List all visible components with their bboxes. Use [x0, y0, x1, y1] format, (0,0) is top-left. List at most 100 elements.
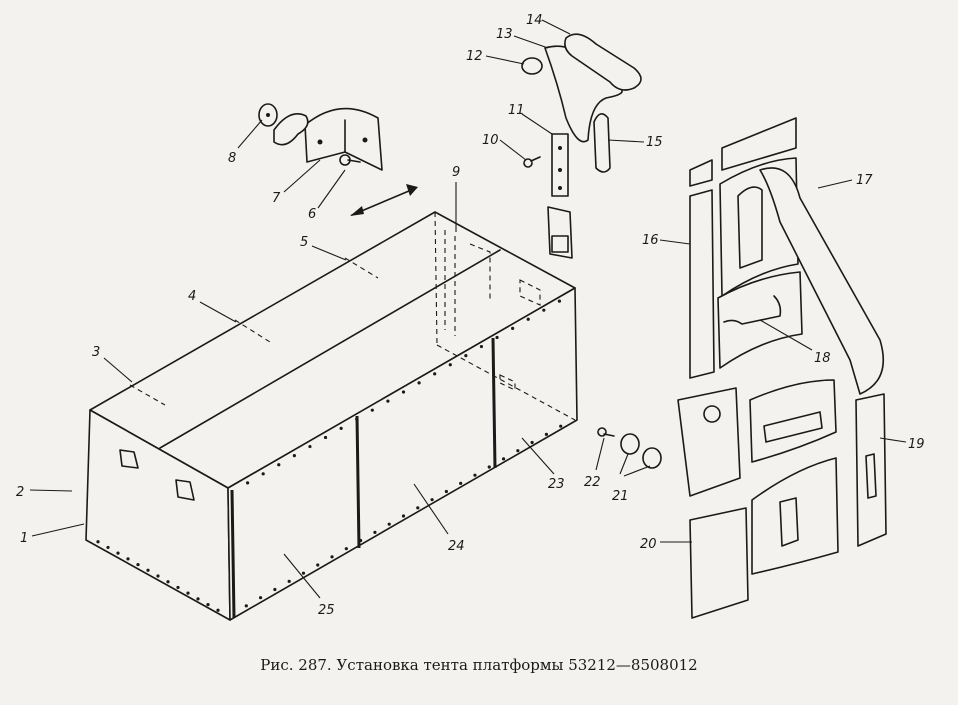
direction-arrow [350, 184, 418, 216]
strap-14 [564, 33, 642, 91]
panel-16 [689, 189, 715, 379]
callout-7: 7 [272, 191, 281, 206]
window-cutout [737, 186, 763, 269]
hidden-edge [434, 211, 438, 346]
eyelet-dot [273, 587, 277, 592]
eyelet-dot [176, 585, 180, 590]
side-seam [491, 337, 497, 469]
figure-caption: Рис. 287. Установка тента платформы 5321… [260, 656, 698, 674]
eyelet-dot [386, 399, 390, 403]
callout-8: 8 [228, 151, 236, 166]
eyelet-dot [146, 568, 150, 572]
callout-19: 19 [908, 437, 925, 452]
eyelet-dot [511, 326, 515, 330]
callout-25: 25 [318, 603, 335, 618]
eyelet-dot [206, 602, 210, 607]
eyelet-dot [292, 454, 296, 458]
hidden-seam-3 [129, 384, 166, 406]
eyelet-dot [359, 538, 363, 543]
washer-12 [521, 57, 543, 75]
eyelet-dot [196, 597, 200, 601]
eyelet-dot [344, 547, 348, 551]
callout-1: 1 [20, 531, 28, 546]
eyelet-dot [559, 424, 563, 428]
eyelet-dot [216, 608, 220, 612]
hidden-edge [436, 344, 576, 421]
callout-5: 5 [300, 235, 308, 250]
eyelet-dot [373, 530, 377, 534]
slot-vertical [779, 497, 799, 547]
panel-small [689, 159, 713, 187]
eyelet-dot [339, 426, 343, 430]
eyelet-dot [401, 390, 406, 394]
eyelet-dot [487, 465, 491, 469]
hidden-buckle [499, 374, 516, 391]
eyelet-dot [116, 551, 120, 555]
eyelet-dot [261, 472, 265, 476]
eyelet-dot [308, 444, 312, 449]
eyelet-dot [316, 563, 320, 567]
bolt-10 [523, 156, 541, 168]
eyelet-dot [323, 435, 328, 440]
callout-13: 13 [496, 27, 513, 42]
eyelet-row [96, 299, 563, 612]
eyelet-dot [464, 354, 468, 358]
eyelet-dot [542, 308, 546, 312]
callout-16: 16 [642, 233, 659, 248]
eyelet-dot [136, 562, 140, 567]
eyelet-dot [430, 498, 434, 502]
box-side-face [227, 287, 578, 621]
eyelet-dot [557, 299, 562, 303]
callout-9: 9 [452, 165, 460, 180]
eyelet-dot [448, 363, 452, 367]
eyelet-dot [473, 473, 477, 477]
end-handle [119, 449, 139, 469]
side-seam [230, 489, 236, 619]
box-top-seam [159, 249, 501, 449]
callout-21: 21 [612, 489, 629, 504]
eyelet [703, 405, 721, 423]
washer-8 [258, 103, 278, 127]
callout-10: 10 [482, 133, 499, 148]
eyelet-dot [501, 457, 506, 461]
slot-cutout [763, 411, 823, 443]
eyelet-dot [355, 417, 359, 421]
washer-21a [620, 433, 640, 455]
eyelet-dot [186, 591, 190, 595]
callout-4: 4 [188, 289, 196, 304]
callout-15: 15 [646, 135, 663, 150]
eyelet-dot [277, 463, 281, 467]
eyelet-dot [459, 481, 463, 485]
eyelet-dot [544, 432, 549, 436]
eyelet-dot [287, 579, 291, 583]
callout-24: 24 [448, 539, 465, 554]
hidden-buckle [519, 279, 541, 306]
eyelet-dot [444, 489, 448, 494]
corner-piece-7 [304, 107, 383, 171]
slot-19 [865, 453, 877, 499]
tarpaulin-box [85, 211, 578, 621]
callout-14: 14 [526, 13, 543, 28]
bolt-22 [597, 427, 615, 437]
eyelet-dot [370, 408, 374, 412]
eyelet-dot [417, 381, 421, 385]
eyelet-dot [416, 506, 420, 510]
hidden-seam-4 [234, 319, 271, 343]
panel-20 [689, 507, 749, 619]
hidden-seam-5 [344, 257, 379, 279]
plate-8b [273, 113, 309, 146]
callout-22: 22 [584, 475, 601, 490]
callout-11: 11 [508, 103, 525, 118]
callout-20: 20 [640, 537, 657, 552]
eyelet-dot [495, 335, 499, 340]
washer-21b [642, 447, 662, 469]
panel-top [721, 117, 797, 171]
bow-17 [759, 167, 884, 395]
eyelet-dot [166, 580, 170, 584]
eyelet-dot [330, 555, 334, 559]
eyelet-dot [258, 596, 263, 600]
eyelet-dot [401, 514, 406, 518]
eyelet-dot [156, 574, 160, 578]
eyelet-dot [245, 481, 250, 485]
